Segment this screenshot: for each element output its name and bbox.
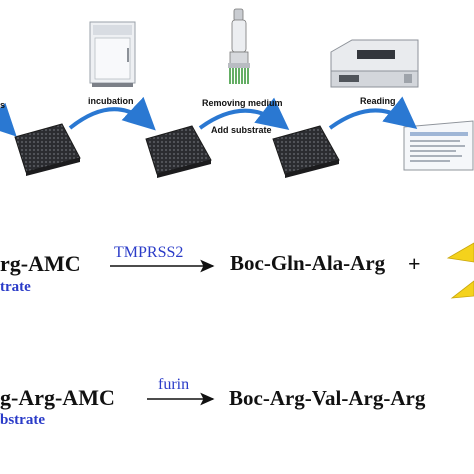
step-label-reading: Reading xyxy=(360,96,396,106)
computer-screen-icon xyxy=(403,120,474,171)
plate-reader-icon xyxy=(330,39,419,88)
reaction-2-substrate: g-Arg-AMC xyxy=(0,385,115,410)
reaction-1-substrate: rg-AMC xyxy=(0,251,81,276)
workflow-arrow-3 xyxy=(328,96,418,130)
reaction-2-substrate-label: bstrate xyxy=(0,412,45,428)
step-label-incubation: incubation xyxy=(88,96,134,106)
step-label-cut: s xyxy=(0,100,6,110)
reaction-2-product: Boc-Arg-Val-Arg-Arg xyxy=(229,386,426,410)
reaction-1-enzyme: TMPRSS2 xyxy=(114,244,184,261)
step-label-add-substrate: Add substrate xyxy=(211,125,272,135)
reaction-2-enzyme: furin xyxy=(158,376,190,393)
well-plate-3 xyxy=(272,125,340,178)
step-label-removing-medium: Removing medium xyxy=(202,98,283,108)
workflow-arrow-0 xyxy=(0,102,17,137)
well-plate-2 xyxy=(145,125,212,178)
workflow-arrow-2 xyxy=(198,97,290,130)
well-plate-1 xyxy=(14,123,81,176)
reaction-1-product: Boc-Gln-Ala-Arg xyxy=(230,251,386,275)
reaction-1-substrate-label: trate xyxy=(0,279,31,295)
reaction-1-plus: + xyxy=(408,251,421,276)
pipette-icon xyxy=(228,8,250,84)
incubator-icon xyxy=(89,21,136,87)
workflow-arrow-1 xyxy=(68,96,156,131)
fluorescent-product-icon xyxy=(446,242,474,299)
